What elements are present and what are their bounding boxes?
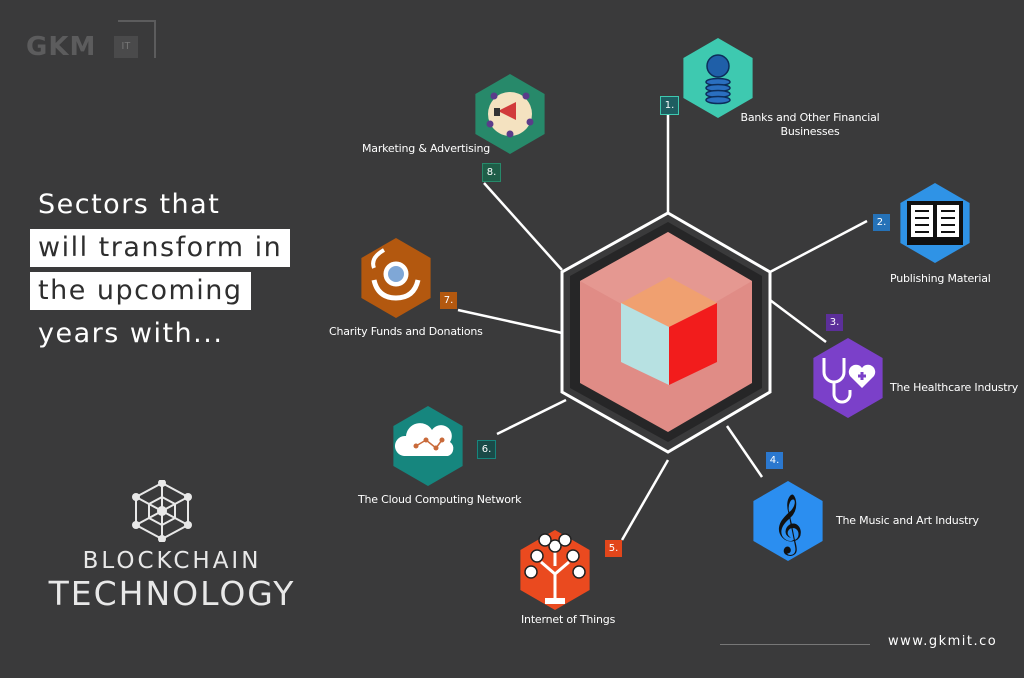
- svg-text:𝄞: 𝄞: [773, 494, 804, 556]
- connector-5: [620, 459, 670, 541]
- megaphone-icon: [486, 92, 534, 138]
- sector-label-2: Publishing Material: [890, 272, 991, 285]
- connector-8: [483, 182, 563, 271]
- logo-text: GKM: [26, 32, 97, 62]
- sector-label-5: Internet of Things: [521, 613, 616, 626]
- footer-url[interactable]: www.gkmit.co: [888, 634, 998, 649]
- sector-hexagon-2: [900, 183, 970, 263]
- connector-lines: [457, 115, 868, 541]
- connector-6: [496, 398, 567, 436]
- sector-hexagon-4: 𝄞: [753, 481, 823, 561]
- sector-number-5: 5.: [605, 540, 622, 557]
- sector-label-4: The Music and Art Industry: [836, 514, 979, 527]
- sector-label-6: The Cloud Computing Network: [358, 493, 522, 506]
- cloud-network-icon: [394, 423, 454, 456]
- sector-hexagon-3: [813, 338, 883, 418]
- headline: Sectors that will transform in the upcom…: [30, 186, 291, 358]
- sector-hexagon-1: [683, 38, 753, 118]
- sector-number-6: 6.: [477, 440, 496, 459]
- sector-label-3: The Healthcare Industry: [890, 381, 1019, 394]
- sector-label-7: Charity Funds and Donations: [329, 325, 483, 338]
- headline-line-3: the upcoming: [30, 272, 251, 310]
- device-tree-icon: [524, 533, 586, 604]
- connector-2: [769, 219, 868, 274]
- sector-hexagon-6: [393, 406, 463, 486]
- sector-number-2: 2.: [873, 214, 890, 231]
- sector-label-1-line-2: Businesses: [780, 125, 840, 138]
- technology-word: TECHNOLOGY: [48, 574, 296, 613]
- sector-number-4: 4.: [766, 452, 783, 469]
- center-cube-icon: [621, 277, 717, 385]
- open-book-icon: [907, 201, 963, 245]
- sector-number-7: 7.: [440, 292, 457, 309]
- connector-3: [769, 299, 827, 343]
- sector-hexagon-5: [520, 530, 590, 610]
- sector-hexagon-8: [475, 74, 545, 154]
- treble-clef-icon: 𝄞: [773, 494, 804, 556]
- sector-label-8: Marketing & Advertising: [362, 142, 491, 155]
- headline-line-4: years with...: [38, 318, 224, 349]
- footer-divider: [720, 644, 870, 645]
- sector-label-1-line-1: Banks and Other Financial: [740, 111, 880, 124]
- coins-globe-icon: [705, 54, 731, 105]
- connector-7: [457, 308, 563, 335]
- blockchain-network-icon: [132, 480, 192, 542]
- logo-sub: IT: [114, 36, 138, 58]
- giving-hands-icon: [371, 248, 421, 301]
- stethoscope-heart-icon: [822, 358, 876, 404]
- sector-number-8: 8.: [482, 163, 501, 182]
- sector-label-1: Banks and Other Financial Businesses: [730, 111, 890, 139]
- headline-line-2: will transform in: [30, 229, 291, 267]
- connector-4: [725, 425, 764, 478]
- headline-line-1: Sectors that: [38, 189, 221, 220]
- sector-number-3: 3.: [826, 314, 843, 331]
- sector-hexagon-7: [361, 238, 431, 318]
- sector-number-1: 1.: [660, 96, 679, 115]
- logo-frame: [118, 20, 156, 58]
- blockchain-word: BLOCKCHAIN: [82, 548, 262, 574]
